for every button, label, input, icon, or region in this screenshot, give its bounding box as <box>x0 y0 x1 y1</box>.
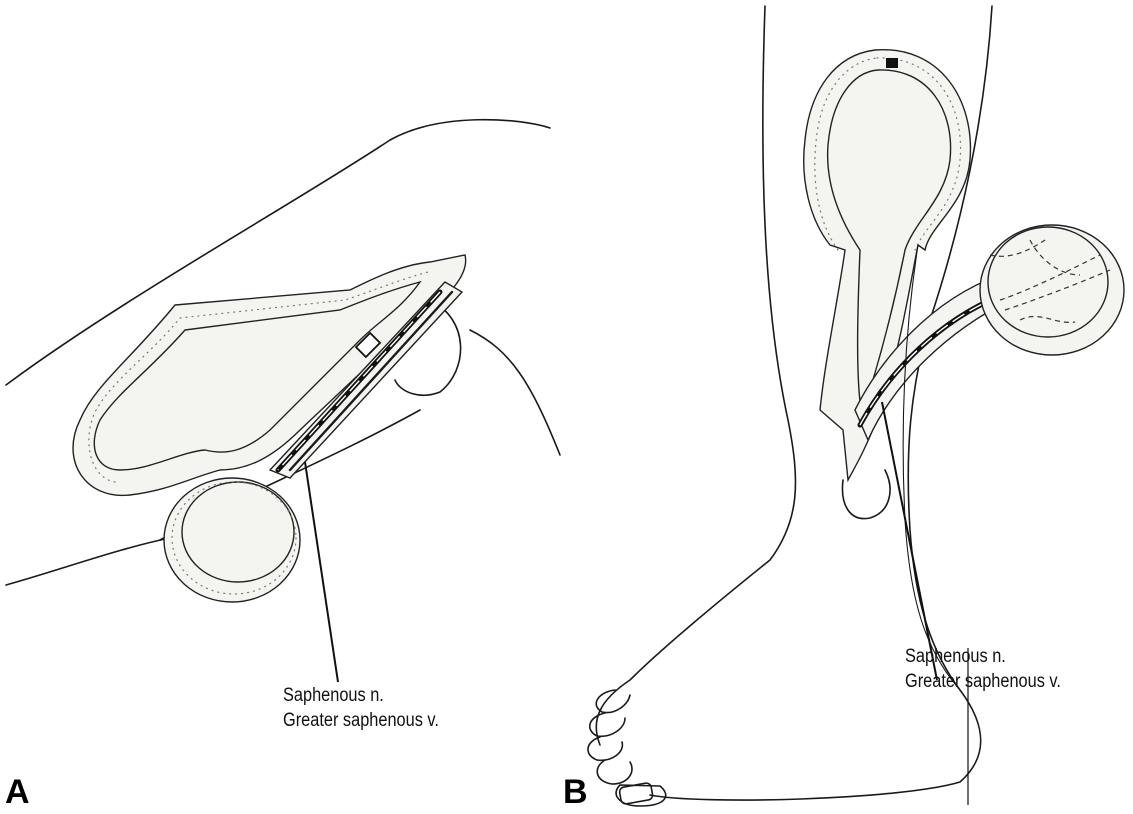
panel-a-nerve-label: Saphenous n. <box>283 683 439 708</box>
panel-b-vein-label: Greater saphenous v. <box>905 669 1061 694</box>
panel-a-thigh-lower <box>6 538 170 585</box>
panel-b-labels: Saphenous n. Greater saphenous v. <box>905 644 1061 694</box>
panel-b-top-clamp <box>886 58 898 68</box>
panel-a-vein-label: Greater saphenous v. <box>283 708 439 733</box>
panel-a-drawing <box>6 120 560 682</box>
panel-b-leg-left <box>596 6 795 745</box>
panel-b-toes <box>588 690 666 806</box>
panel-b-nerve-label: Saphenous n. <box>905 644 1061 669</box>
panel-a-letter: A <box>5 773 30 812</box>
panel-b-letter: B <box>563 773 588 812</box>
panel-b-island-inner <box>988 227 1108 337</box>
panel-a-island-inner <box>182 482 294 582</box>
panel-a-labels: Saphenous n. Greater saphenous v. <box>283 683 439 733</box>
panel-a-leader-line <box>305 462 338 682</box>
panel-a-groin-contour <box>470 330 560 455</box>
